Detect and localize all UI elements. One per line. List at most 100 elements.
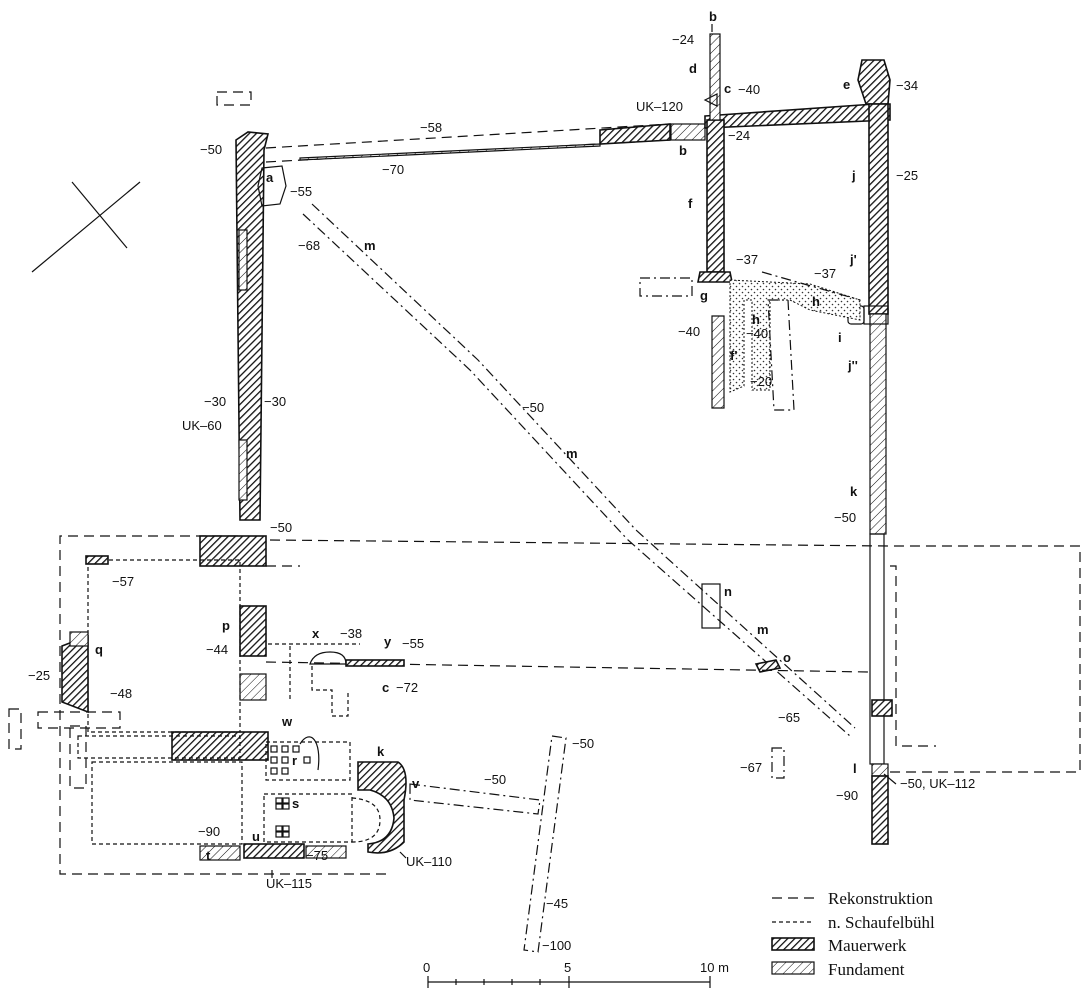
svg-text:−50: −50 <box>522 400 544 415</box>
wall-east <box>863 103 893 845</box>
svg-text:−65: −65 <box>778 710 800 725</box>
svg-text:v: v <box>412 776 420 791</box>
svg-text:−40: −40 <box>746 326 768 341</box>
room-q <box>37 555 243 845</box>
svg-text:−37: −37 <box>736 252 758 267</box>
svg-text:h: h <box>752 312 760 327</box>
svg-text:−50: −50 <box>834 510 856 525</box>
level-labels: −24 −40 UK–120 −34 −24 −58 −50 −70 −55 −… <box>28 32 975 953</box>
svg-text:g: g <box>700 288 708 303</box>
svg-text:x: x <box>312 626 320 641</box>
svg-text:j'': j'' <box>847 358 858 373</box>
svg-text:−50: −50 <box>484 772 506 787</box>
svg-text:5: 5 <box>564 960 571 975</box>
svg-text:−57: −57 <box>112 574 134 589</box>
svg-text:p: p <box>222 618 230 633</box>
features-g-h <box>639 271 861 411</box>
svg-text:UK–60: UK–60 <box>182 418 222 433</box>
svg-text:−24: −24 <box>672 32 694 47</box>
svg-text:−40: −40 <box>678 324 700 339</box>
svg-text:d: d <box>689 61 697 76</box>
svg-text:−20: −20 <box>750 374 772 389</box>
svg-text:t: t <box>206 848 211 863</box>
svg-text:k: k <box>850 484 858 499</box>
svg-text:f: f <box>688 196 693 211</box>
svg-text:−50: −50 <box>572 736 594 751</box>
svg-text:−70: −70 <box>382 162 404 177</box>
svg-text:m: m <box>364 238 376 253</box>
svg-text:UK–120: UK–120 <box>636 99 683 114</box>
room-r <box>265 736 351 781</box>
svg-text:−90: −90 <box>198 824 220 839</box>
svg-text:−45: −45 <box>546 896 568 911</box>
svg-text:−25: −25 <box>28 668 50 683</box>
svg-text:10 m: 10 m <box>700 960 729 975</box>
foundation-t-u <box>199 843 347 861</box>
svg-text:n: n <box>724 584 732 599</box>
svg-text:−72: −72 <box>396 680 418 695</box>
svg-text:−24: −24 <box>728 128 750 143</box>
svg-text:y: y <box>384 634 392 649</box>
svg-text:c: c <box>724 81 731 96</box>
legend-rekonstruktion: Rekonstruktion <box>828 889 933 908</box>
svg-text:−100: −100 <box>542 938 571 953</box>
svg-text:m: m <box>566 446 578 461</box>
svg-text:q: q <box>95 642 103 657</box>
svg-text:b: b <box>679 143 687 158</box>
svg-text:e: e <box>843 77 850 92</box>
svg-text:o: o <box>783 650 791 665</box>
svg-text:−30: −30 <box>264 394 286 409</box>
legend: Rekonstruktion n. Schaufelbühl Mauerwerk… <box>771 889 935 979</box>
svg-text:−40: −40 <box>738 82 760 97</box>
svg-text:b: b <box>709 9 717 24</box>
svg-text:−67: −67 <box>740 760 762 775</box>
svg-text:−50: −50 <box>270 520 292 535</box>
trench-lower <box>409 735 785 953</box>
svg-text:−55: −55 <box>290 184 312 199</box>
svg-text:m: m <box>757 622 769 637</box>
svg-text:j': j' <box>849 252 857 267</box>
wall-west <box>235 131 270 521</box>
trench-m <box>302 203 856 737</box>
feature-a <box>257 165 287 207</box>
svg-text:j: j <box>851 168 856 183</box>
svg-text:a: a <box>266 170 274 185</box>
svg-text:−50, UK–112: −50, UK–112 <box>900 776 975 791</box>
svg-text:f': f' <box>730 348 737 363</box>
svg-text:k: k <box>377 744 385 759</box>
svg-text:−68: −68 <box>298 238 320 253</box>
svg-text:w: w <box>281 714 293 729</box>
letter-labels: b d c e b j a f m j' g h h i j'' f' m k … <box>95 9 858 863</box>
svg-text:UK–110: UK–110 <box>406 854 452 869</box>
legend-mauerwerk: Mauerwerk <box>828 936 907 955</box>
svg-text:i: i <box>838 330 842 345</box>
svg-text:−75: −75 <box>306 848 328 863</box>
svg-text:−37: −37 <box>814 266 836 281</box>
stone-e <box>857 59 891 105</box>
svg-text:−48: −48 <box>110 686 132 701</box>
svg-text:h: h <box>812 294 820 309</box>
svg-text:c: c <box>382 680 389 695</box>
svg-text:u: u <box>252 829 260 844</box>
svg-text:r: r <box>292 753 297 768</box>
wall-north <box>265 103 891 163</box>
svg-text:−30: −30 <box>204 394 226 409</box>
legend-fundament: Fundament <box>828 960 905 979</box>
svg-text:−50: −50 <box>200 142 222 157</box>
orientation-cross <box>31 181 141 273</box>
svg-text:−25: −25 <box>896 168 918 183</box>
svg-text:UK–115: UK–115 <box>266 876 312 891</box>
wall-f <box>697 33 733 283</box>
features-x-y <box>268 643 405 717</box>
svg-text:−55: −55 <box>402 636 424 651</box>
pointer-lines <box>271 24 897 878</box>
legend-schaufelbuehl: n. Schaufelbühl <box>828 913 935 932</box>
svg-text:−44: −44 <box>206 642 228 657</box>
small-dashed-box-top-left <box>216 91 252 106</box>
svg-text:−58: −58 <box>420 120 442 135</box>
svg-text:l: l <box>853 761 857 776</box>
apse-v <box>351 761 407 854</box>
small-dashed-box-left <box>8 708 22 750</box>
svg-text:s: s <box>292 796 299 811</box>
